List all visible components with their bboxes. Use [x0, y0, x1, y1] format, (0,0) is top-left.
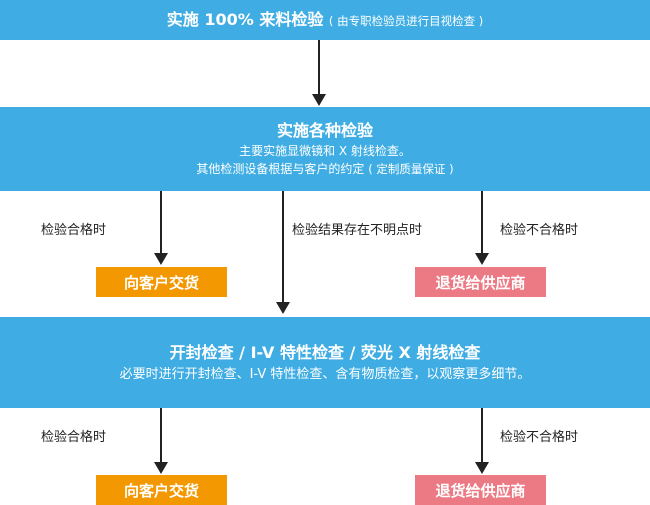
step-3-line-1: 必要时进行开封检查、I-V 特性检查、含有物质检查，以观察更多细节。 — [119, 366, 531, 382]
arrow-pass-2-head — [154, 462, 168, 474]
return-to-supplier-box-1: 退货给供应商 — [415, 267, 546, 297]
arrow-fail-2-line — [481, 408, 483, 464]
branch-1-unclear-label: 检验结果存在不明点时 — [292, 223, 423, 238]
return-to-supplier-box-2: 退货给供应商 — [415, 475, 546, 505]
branch-1-pass-label: 检验合格时 — [41, 223, 107, 238]
step-2-line-2: 其他检测设备根据与客户的约定 — [196, 162, 365, 176]
step-3-title: 开封检查 / I-V 特性检查 / 荧光 X 射线检查 — [169, 342, 481, 362]
step-2-line-2-note: ( 定制质量保证 ) — [368, 162, 454, 176]
arrow-pass-1-line — [160, 191, 162, 255]
deliver-to-customer-box-1: 向客户交货 — [96, 267, 227, 297]
step-3-band: 开封检查 / I-V 特性检查 / 荧光 X 射线检查 必要时进行开封检查、I-… — [0, 317, 650, 408]
branch-1-fail-label: 检验不合格时 — [500, 223, 579, 238]
step-1-title: 实施 100% 来料检验 — [166, 9, 324, 29]
step-1-title-line: 实施 100% 来料检验 ( 由专职检验员进行目视检查 ) — [167, 9, 483, 32]
arrow-pass-1-head — [154, 253, 168, 265]
branch-2-fail-label: 检验不合格时 — [500, 430, 579, 445]
arrow-fail-1-head — [475, 253, 489, 265]
step-1-band: 实施 100% 来料检验 ( 由专职检验员进行目视检查 ) — [0, 0, 650, 40]
step-2-line-2-wrap: 其他检测设备根据与客户的约定 ( 定制质量保证 ) — [196, 160, 453, 178]
arrow-pass-2-line — [160, 408, 162, 464]
step-2-band: 实施各种检验 主要实施显微镜和 X 射线检查。 其他检测设备根据与客户的约定 (… — [0, 107, 650, 191]
branch-2-pass-label: 检验合格时 — [41, 430, 107, 445]
arrow-unclear-head — [276, 302, 290, 314]
arrow-unclear-line — [282, 191, 284, 304]
arrow-step1-to-step2-head — [312, 94, 326, 106]
arrow-fail-2-head — [475, 462, 489, 474]
deliver-to-customer-box-2: 向客户交货 — [96, 475, 227, 505]
arrow-step1-to-step2-line — [318, 40, 320, 96]
step-2-title: 实施各种检验 — [276, 121, 373, 140]
arrow-fail-1-line — [481, 191, 483, 255]
step-1-note: ( 由专职检验员进行目视检查 ) — [328, 13, 484, 28]
step-2-line-1: 主要实施显微镜和 X 射线检查。 — [239, 144, 411, 158]
